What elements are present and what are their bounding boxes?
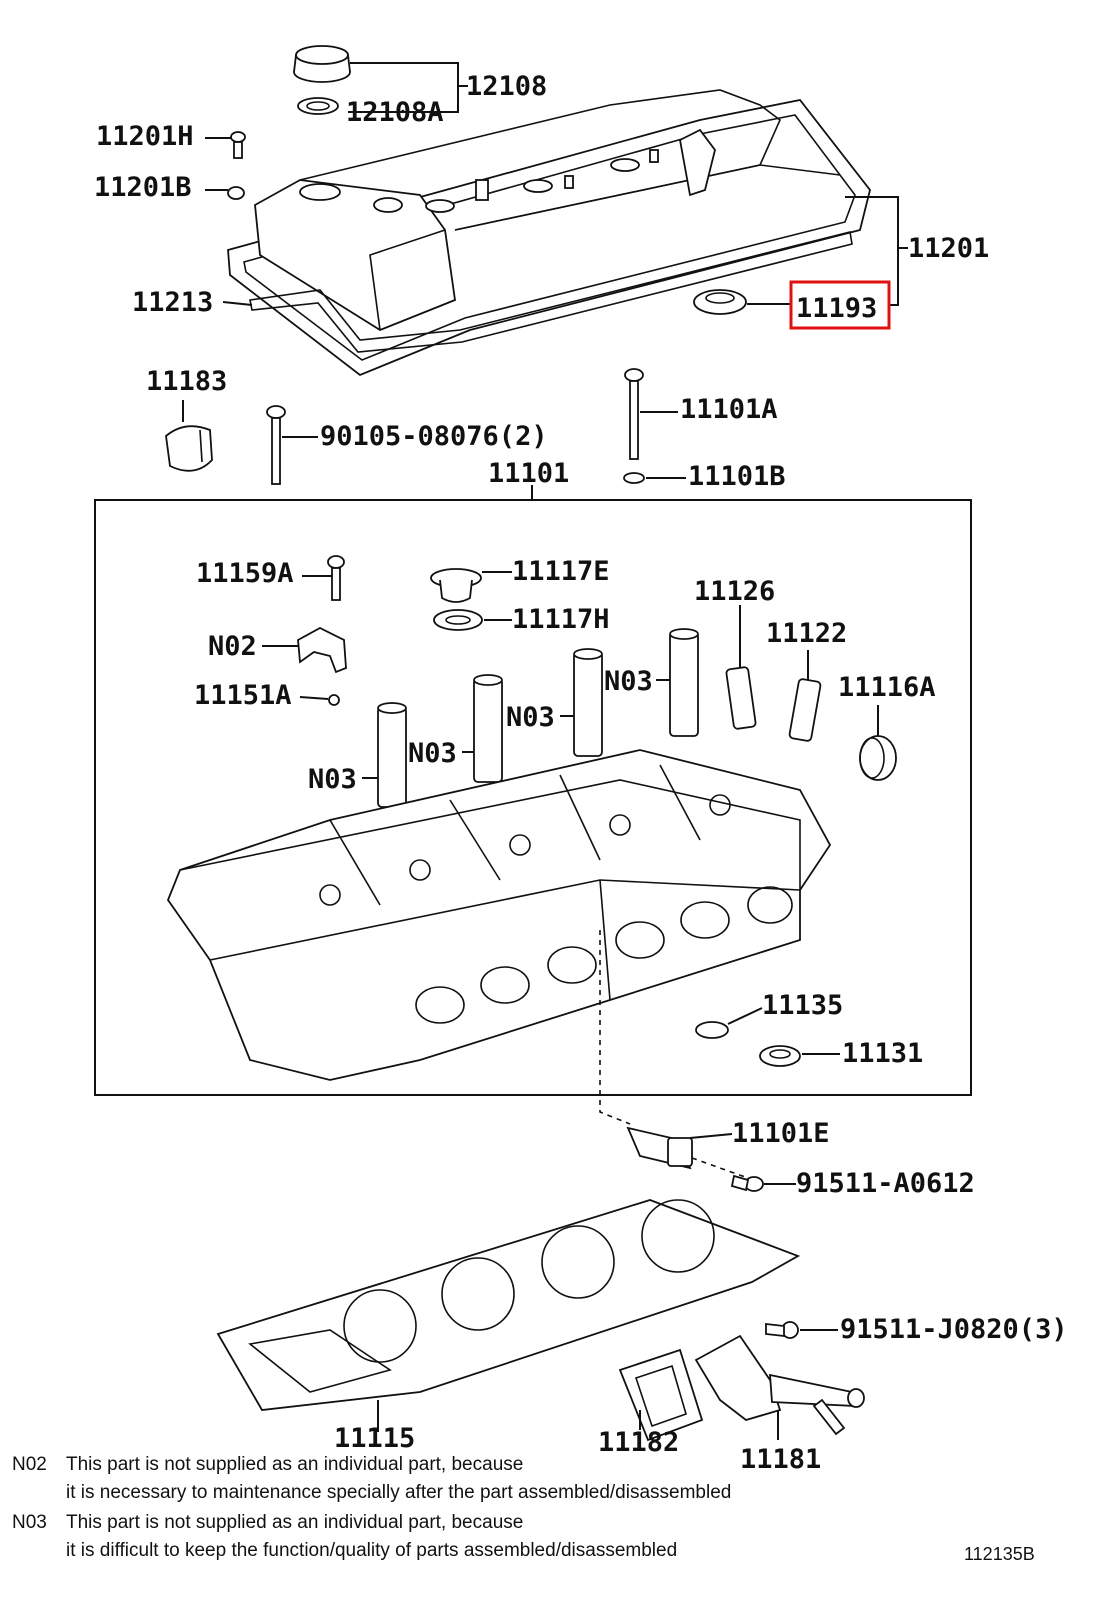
callout-11117H[interactable]: 11117H [512, 604, 610, 635]
callout-N02[interactable]: N02 [208, 631, 257, 662]
note-N02-line1: This part is not supplied as an individu… [66, 1454, 523, 1475]
plug-11116A [859, 735, 897, 781]
callout-11151A[interactable]: 11151A [194, 680, 292, 711]
callout-11201[interactable]: 11201 [908, 233, 989, 264]
stud-11122 [788, 678, 822, 742]
callout-N03-1[interactable]: N03 [308, 764, 357, 795]
callout-11201B[interactable]: 11201B [94, 172, 192, 203]
callout-11101B[interactable]: 11101B [688, 461, 786, 492]
callout-11183[interactable]: 11183 [146, 366, 227, 397]
callout-11159A[interactable]: 11159A [196, 558, 294, 589]
callout-11213[interactable]: 11213 [132, 287, 213, 318]
callout-11122[interactable]: 11122 [766, 618, 847, 649]
seal-11131 [759, 1045, 801, 1067]
callout-11116A[interactable]: 11116A [838, 672, 936, 703]
gasket-11117H [433, 609, 483, 631]
bolt-11159A [327, 555, 345, 601]
callout-11101E[interactable]: 11101E [732, 1118, 830, 1149]
oil-filler-cap [293, 45, 351, 83]
callout-91511-A0612[interactable]: 91511-A0612 [796, 1168, 975, 1199]
camshaft-bearing-cap-plug [165, 425, 213, 472]
callout-91511-J0820[interactable]: 91511-J0820(3) [840, 1314, 1068, 1345]
note-code-N02: N02 [12, 1454, 47, 1475]
callout-N03-2[interactable]: N03 [408, 738, 457, 769]
callout-11193[interactable]: 11193 [796, 293, 877, 324]
cylinder-head-cover [227, 89, 871, 377]
valve-guide-bushings [377, 628, 699, 808]
cylinder-head-gasket [216, 1199, 801, 1411]
bolt-91511-J0820 [765, 1321, 799, 1339]
callout-11126[interactable]: 11126 [694, 576, 775, 607]
cover-gasket [249, 231, 853, 353]
bolt-91511-A0612 [730, 1174, 764, 1192]
cover-bolt [230, 131, 246, 159]
callout-N03-4[interactable]: N03 [604, 666, 653, 697]
callout-11181[interactable]: 11181 [740, 1444, 821, 1475]
sensor-11101E [626, 1126, 693, 1170]
callout-11101[interactable]: 11101 [488, 458, 569, 489]
note-code-N03: N03 [12, 1512, 47, 1533]
callout-11135[interactable]: 11135 [762, 990, 843, 1021]
bracket-N02 [297, 626, 347, 674]
cylinder-head [166, 749, 832, 1081]
note-N03-line1: This part is not supplied as an individu… [66, 1512, 523, 1533]
cylinder-head-sub-assembly-box [94, 499, 972, 1096]
stud-11126 [725, 666, 757, 730]
callout-11201H[interactable]: 11201H [96, 121, 194, 152]
callout-11131[interactable]: 11131 [842, 1038, 923, 1069]
diagram-id: 112135B [964, 1544, 1035, 1564]
seal-11135 [695, 1021, 729, 1039]
washer-11101B [623, 472, 645, 484]
cover-grommet [227, 186, 245, 200]
head-bolt-90105 [266, 405, 286, 485]
callout-90105-08076[interactable]: 90105-08076(2) [320, 421, 548, 452]
oil-seal-11193 [693, 289, 747, 315]
callout-12108[interactable]: 12108 [466, 71, 547, 102]
water-outlet-11181 [694, 1334, 865, 1436]
filler-cap-gasket [297, 97, 339, 115]
note-N03-line2: it is difficult to keep the function/qua… [66, 1540, 677, 1561]
callout-11117E[interactable]: 11117E [512, 556, 610, 587]
callout-11101A[interactable]: 11101A [680, 394, 778, 425]
highlight-box-11193[interactable] [789, 280, 891, 330]
plug-11117E [430, 568, 482, 603]
callout-11182[interactable]: 11182 [598, 1427, 679, 1458]
note-N02-line2: it is necessary to maintenance specially… [66, 1482, 731, 1503]
head-bolt-11101A [624, 368, 644, 460]
ball-11151A [328, 694, 340, 706]
callout-N03-3[interactable]: N03 [506, 702, 555, 733]
callout-12108A[interactable]: 12108A [346, 97, 444, 128]
callout-11115[interactable]: 11115 [334, 1423, 415, 1454]
